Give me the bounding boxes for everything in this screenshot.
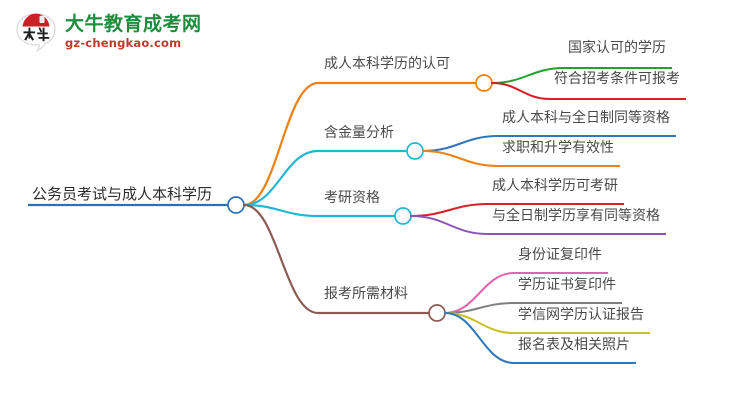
leaf-node-4-2-label: 学历证书复印件 <box>518 277 616 293</box>
logo-text: 大牛教育成考网 gz-chengkao.com <box>65 12 202 50</box>
branch-node-2-label: 含金量分析 <box>324 125 394 141</box>
leaf-node-1-1-label: 国家认可的学历 <box>568 40 666 56</box>
leaf-node-1-2-label: 符合招考条件可报考 <box>554 71 680 87</box>
leaf-node-4-3-label: 学信网学历认证报告 <box>518 307 644 323</box>
leaf-node-2-2[interactable]: 求职和升学有效性 <box>500 140 616 158</box>
branch-node-1-label: 成人本科学历的认可 <box>324 56 450 72</box>
root-node-label: 公务员考试与成人本科学历 <box>32 185 213 203</box>
leaf-node-2-1-label: 成人本科与全日制同等资格 <box>502 110 670 126</box>
leaf-node-2-2-label: 求职和升学有效性 <box>502 140 614 156</box>
leaf-node-4-1-label: 身份证复印件 <box>518 247 602 263</box>
branch-node-4-label: 报考所需材料 <box>324 286 408 302</box>
leaf-node-2-1[interactable]: 成人本科与全日制同等资格 <box>500 110 672 128</box>
leaf-node-4-1[interactable]: 身份证复印件 <box>516 247 604 265</box>
logo-mark-icon <box>14 11 58 53</box>
leaf-node-3-1[interactable]: 成人本科学历可考研 <box>490 178 620 196</box>
leaf-node-1-1[interactable]: 国家认可的学历 <box>566 40 668 58</box>
logo-domain: gz-chengkao.com <box>65 35 182 50</box>
leaf-node-1-2[interactable]: 符合招考条件可报考 <box>552 71 682 89</box>
leaf-node-4-2[interactable]: 学历证书复印件 <box>516 277 618 295</box>
site-logo: 大牛教育成考网 gz-chengkao.com <box>14 8 244 56</box>
leaf-node-4-4[interactable]: 报名表及相关照片 <box>516 337 632 355</box>
root-node[interactable]: 公务员考试与成人本科学历 <box>30 186 214 205</box>
leaf-node-3-1-label: 成人本科学历可考研 <box>492 178 618 194</box>
branch-node-1[interactable]: 成人本科学历的认可 <box>322 56 452 74</box>
leaf-node-3-2-label: 与全日制学历享有同等资格 <box>492 208 660 224</box>
branch-node-3-label: 考研资格 <box>324 190 380 206</box>
leaf-node-4-3[interactable]: 学信网学历认证报告 <box>516 307 646 325</box>
branch-node-2[interactable]: 含金量分析 <box>322 125 396 143</box>
leaf-node-3-2[interactable]: 与全日制学历享有同等资格 <box>490 208 662 226</box>
logo-site-name: 大牛教育成考网 <box>65 12 202 35</box>
leaf-node-4-4-label: 报名表及相关照片 <box>518 337 630 353</box>
branch-node-4[interactable]: 报考所需材料 <box>322 286 410 304</box>
branch-node-3[interactable]: 考研资格 <box>322 190 382 208</box>
